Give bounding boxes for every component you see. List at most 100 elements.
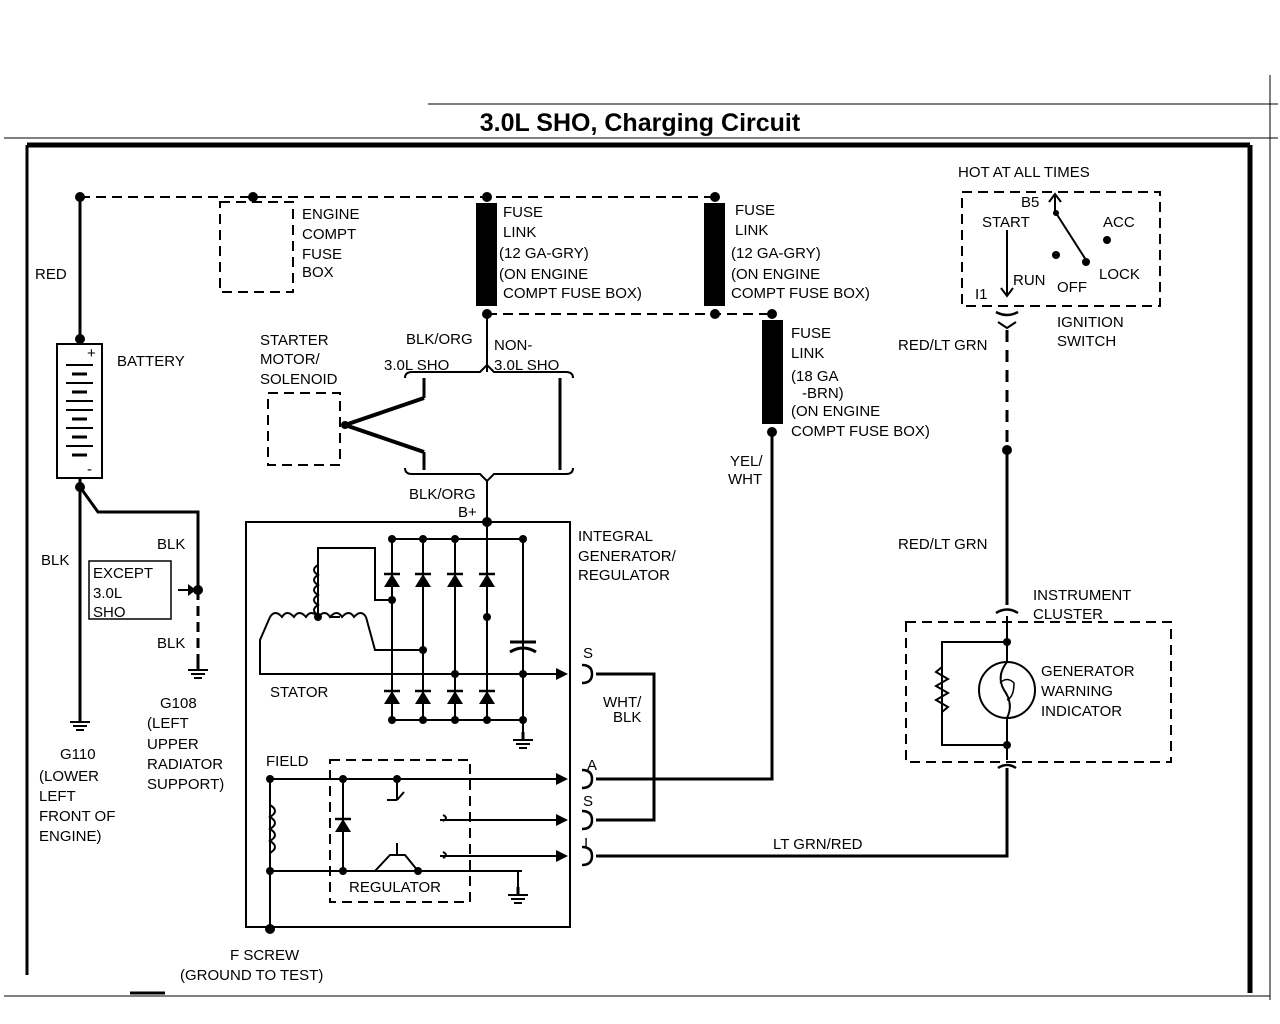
generator-regulator: INTEGRAL GENERATOR/ REGULATOR bbox=[180, 521, 677, 984]
integral-label-3: REGULATOR bbox=[578, 567, 670, 584]
fuse-link-1-label-2: LINK bbox=[503, 224, 536, 241]
g110-label-2: (LOWER bbox=[39, 768, 99, 785]
wire-blk-org-bottom-label: BLK/ORG bbox=[409, 486, 476, 503]
g110-label-4: FRONT OF bbox=[39, 808, 115, 825]
generator-terminals: S A S I WHT/ BLK YEL/ WHT LT GRN/RED bbox=[580, 432, 1009, 867]
wire-red-lt-grn-label-2: RED/LT GRN bbox=[898, 536, 987, 553]
starter-branch: STARTER MOTOR/ SOLENOID BLK/ORG 3.0L SHO… bbox=[260, 314, 574, 527]
indicator-label-3: INDICATOR bbox=[1041, 703, 1122, 720]
battery-plus: + bbox=[87, 345, 96, 362]
start-label: START bbox=[982, 214, 1030, 231]
generator-ground-icon bbox=[511, 730, 535, 750]
g108-label-2: (LEFT bbox=[147, 715, 189, 732]
rectifier-diode-icon bbox=[382, 681, 402, 713]
rectifier-diode-icon bbox=[445, 564, 465, 596]
title-block: 3.0L SHO, Charging Circuit bbox=[4, 103, 1278, 139]
wire-blk-org-top-label: BLK/ORG bbox=[406, 331, 473, 348]
fuse-link-3-label-5: (ON ENGINE bbox=[791, 403, 880, 420]
g108-label-5: SUPPORT) bbox=[147, 776, 224, 793]
wire-red-label: RED bbox=[35, 266, 67, 283]
lock-label: LOCK bbox=[1099, 266, 1140, 283]
battery: + - BATTERY RED bbox=[35, 197, 185, 479]
engine-fuse-box: ENGINE COMPT FUSE BOX bbox=[219, 201, 360, 293]
wire-blk-upper-label: BLK bbox=[157, 536, 185, 553]
starter-label-3: SOLENOID bbox=[260, 371, 338, 388]
diagram-frame bbox=[4, 75, 1271, 1000]
fuse-link-3-label-6: COMPT FUSE BOX) bbox=[791, 423, 930, 440]
terminal-i-label: I bbox=[584, 835, 588, 852]
wire-wht-blk-label-2: BLK bbox=[613, 709, 641, 726]
wire-yel-wht-label-1: YEL/ bbox=[730, 453, 763, 470]
ignition-feed-wire: RED/LT GRN RED/LT GRN bbox=[898, 330, 1012, 605]
rectifier-diode-icon bbox=[382, 564, 402, 596]
battery-label: BATTERY bbox=[117, 353, 185, 370]
regulator-ground-icon bbox=[506, 885, 530, 905]
battery-ground-wiring: EXCEPT 3.0L SHO BLK BLK BLK G110 (LOWER … bbox=[39, 478, 224, 845]
fuse-link-2: FUSE LINK (12 GA-GRY) (ON ENGINE COMPT F… bbox=[704, 202, 870, 306]
field-diode-icon bbox=[333, 809, 353, 841]
wire-yel-wht-label-2: WHT bbox=[728, 471, 762, 488]
rectifier-diode-icon bbox=[445, 681, 465, 713]
terminal-s1-connector-icon bbox=[580, 663, 594, 685]
fuse-link-2-label-1: FUSE bbox=[735, 202, 775, 219]
fuse-link-1-label-4: (ON ENGINE bbox=[499, 266, 588, 283]
terminal-s2-connector-icon bbox=[580, 809, 594, 831]
terminal-s2-label: S bbox=[583, 793, 593, 810]
fuse-link-3-label-3: (18 GA bbox=[791, 368, 839, 385]
off-label: OFF bbox=[1057, 279, 1087, 296]
cluster-label-2: CLUSTER bbox=[1033, 606, 1103, 623]
ground-g110-icon bbox=[68, 712, 92, 732]
terminal-s1-label: S bbox=[583, 645, 593, 662]
g110-label-1: G110 bbox=[60, 746, 96, 763]
wire-blk-lower-label: BLK bbox=[157, 635, 185, 652]
g110-label-3: LEFT bbox=[39, 788, 76, 805]
b5-label: B5 bbox=[1021, 194, 1039, 211]
warning-lamp-icon bbox=[978, 661, 1036, 719]
regulator-label: REGULATOR bbox=[349, 879, 441, 896]
run-label: RUN bbox=[1013, 272, 1046, 289]
g108-label-3: UPPER bbox=[147, 736, 199, 753]
rectifier-diode-icon bbox=[477, 681, 497, 713]
fuse-link-2-label-4: (ON ENGINE bbox=[731, 266, 820, 283]
fuse-link-1-label-5: COMPT FUSE BOX) bbox=[503, 285, 642, 302]
wire-red-lt-grn-label-1: RED/LT GRN bbox=[898, 337, 987, 354]
fuse-link-2-label-5: COMPT FUSE BOX) bbox=[731, 285, 870, 302]
non-sho-label-1: NON- bbox=[494, 337, 532, 354]
field-label: FIELD bbox=[266, 753, 309, 770]
indicator-label-1: GENERATOR bbox=[1041, 663, 1135, 680]
fuse-link-3: FUSE LINK (18 GA -BRN) (ON ENGINE COMPT … bbox=[762, 320, 930, 440]
ignition-switch: HOT AT ALL TIMES B5 START ACC RUN OFF LO… bbox=[958, 164, 1161, 350]
hot-at-all-times-label: HOT AT ALL TIMES bbox=[958, 164, 1090, 181]
except-label-3: SHO bbox=[93, 604, 126, 621]
ground-g108-icon bbox=[186, 660, 210, 680]
fuse-link-3-label-2: LINK bbox=[791, 345, 824, 362]
engine-fuse-box-label-1: ENGINE bbox=[302, 206, 360, 223]
b-plus-label: B+ bbox=[458, 504, 477, 521]
sho-branch-label: 3.0L SHO bbox=[384, 357, 449, 374]
g108-label-1: G108 bbox=[160, 695, 197, 712]
ignition-label-2: SWITCH bbox=[1057, 333, 1116, 350]
integral-label-2: GENERATOR/ bbox=[578, 548, 677, 565]
acc-label: ACC bbox=[1103, 214, 1135, 231]
indicator-label-2: WARNING bbox=[1041, 683, 1113, 700]
rectifier-diode-icon bbox=[477, 564, 497, 596]
g108-label-4: RADIATOR bbox=[147, 756, 223, 773]
f-screw-label-1: F SCREW bbox=[230, 947, 300, 964]
stator-label: STATOR bbox=[270, 684, 329, 701]
ignition-label-1: IGNITION bbox=[1057, 314, 1124, 331]
starter-label-2: MOTOR/ bbox=[260, 351, 321, 368]
page-title: 3.0L SHO, Charging Circuit bbox=[480, 109, 801, 137]
terminal-a-label: A bbox=[587, 757, 597, 774]
wire-wht-blk-label-1: WHT/ bbox=[603, 694, 642, 711]
f-screw-label-2: (GROUND TO TEST) bbox=[180, 967, 323, 984]
fuse-link-3-label-4: -BRN) bbox=[802, 385, 844, 402]
wire-blk-left-label: BLK bbox=[41, 552, 69, 569]
g110-label-5: ENGINE) bbox=[39, 828, 102, 845]
cluster-label-1: INSTRUMENT bbox=[1033, 587, 1131, 604]
fuse-link-3-label-1: FUSE bbox=[791, 325, 831, 342]
except-label-1: EXCEPT bbox=[93, 565, 153, 582]
non-sho-label-2: 3.0L SHO bbox=[494, 357, 559, 374]
fuse-link-2-label-3: (12 GA-GRY) bbox=[731, 245, 821, 262]
fuse-link-1: FUSE LINK (12 GA-GRY) (ON ENGINE COMPT F… bbox=[476, 203, 642, 306]
i1-label: I1 bbox=[975, 286, 988, 303]
